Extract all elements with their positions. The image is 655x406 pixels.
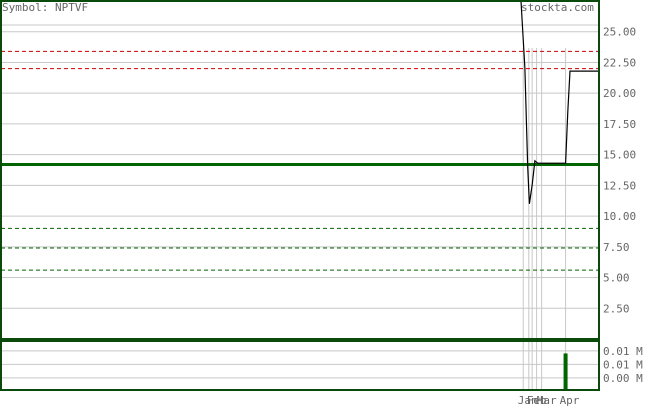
price-tick-label: 25.00 — [603, 26, 636, 39]
volume-bars — [563, 353, 568, 390]
site-label: stockta.com — [521, 1, 594, 14]
price-tick-label: 5.00 — [603, 272, 630, 285]
price-tick-label: 10.00 — [603, 210, 636, 223]
price-panel-frame — [0, 0, 600, 340]
price-line — [520, 0, 599, 204]
volume-tick-label: 0.01 M — [603, 358, 643, 371]
support-resistance-levels — [1, 50, 599, 271]
price-tick-label: 22.50 — [603, 56, 636, 69]
price-axis-ticks: 25.00 22.50 20.00 17.50 15.00 12.50 10.00 7.50 5… — [603, 26, 636, 316]
volume-panel-frame — [0, 340, 600, 391]
volume-axis-ticks: 0.01 M0.01 M0.00 M — [603, 345, 643, 385]
symbol-label: Symbol: NPTVF — [2, 1, 88, 14]
price-tick-label: 17.50 — [603, 118, 636, 131]
volume-tick-label: 0.01 M — [603, 345, 643, 358]
price-grid — [1, 24, 599, 309]
price-tick-label: 12.50 — [603, 179, 636, 192]
price-tick-label: 15.00 — [603, 149, 636, 162]
x-axis-label: Feb — [527, 394, 547, 406]
x-axis-label: Apr — [560, 394, 580, 406]
price-tick-label: 7.50 — [603, 241, 630, 254]
volume-grid — [1, 341, 599, 390]
price-tick-label: 20.00 — [603, 87, 636, 100]
x-axis-label: Jan — [518, 394, 538, 406]
price-tick-label: 2.50 — [603, 302, 630, 315]
x-axis-label: Mar — [537, 394, 557, 406]
volume-bar — [563, 353, 568, 390]
volume-tick-label: 0.00 M — [603, 372, 643, 385]
